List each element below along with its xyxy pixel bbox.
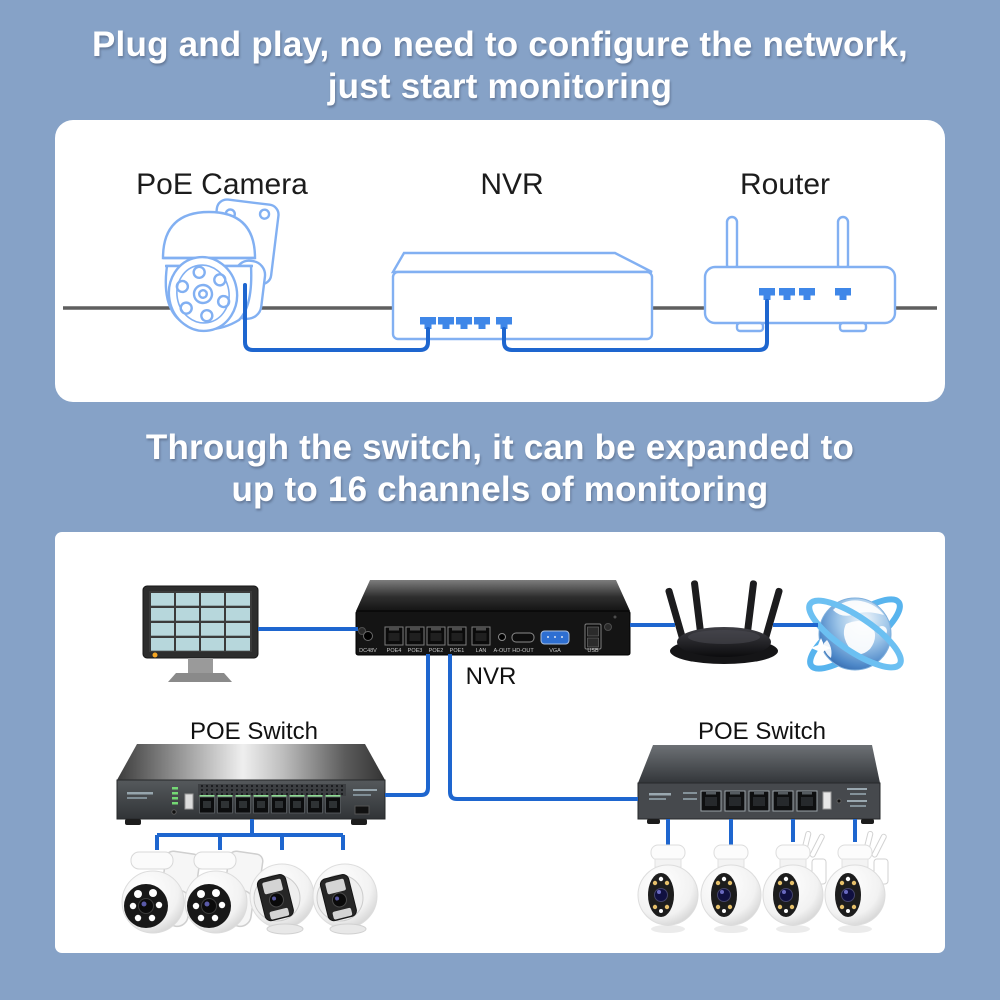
nvr-port-label: A-OUT — [493, 648, 511, 654]
nvr-label: NVR — [480, 168, 544, 201]
nvr-port-label: POE3 — [408, 648, 423, 654]
model-text — [649, 798, 666, 800]
cable-tree-left-cameras — [155, 819, 345, 850]
router-antenna — [725, 215, 739, 272]
nvr-illustration — [390, 251, 654, 341]
power-led — [152, 652, 158, 658]
status-leds — [172, 787, 178, 805]
router-antenna — [836, 215, 850, 272]
model-text — [127, 792, 153, 795]
right-poe-switch-label: POE Switch — [697, 718, 827, 745]
poe3-port — [405, 626, 425, 646]
nvr-port-label: USB — [587, 648, 599, 654]
monitor-grid — [151, 593, 250, 651]
heading1-line1: Plug and play, no need to configure the … — [92, 25, 908, 64]
poe-camera-label: PoE Camera — [136, 168, 308, 201]
switch-port — [235, 794, 251, 814]
nvr-port-label: DC48V — [359, 648, 377, 654]
heading1-line2: just start monitoring — [327, 67, 673, 106]
switch-port — [271, 794, 287, 814]
switch-port — [199, 794, 215, 814]
nvr-port-label: VGA — [549, 648, 561, 654]
left-poe-switch-label: POE Switch — [189, 718, 319, 745]
right-poe-switch — [637, 745, 881, 824]
turret-camera — [312, 863, 378, 935]
internet-globe-illustration — [806, 596, 904, 672]
switch-port — [700, 790, 722, 812]
switch-port — [796, 790, 818, 812]
nvr-port-label: LAN — [476, 648, 487, 654]
monitor-illustration — [142, 585, 259, 682]
cable-nvr-to-router — [502, 299, 769, 352]
network-cables — [155, 623, 857, 850]
sparkle — [811, 638, 831, 658]
switch-port — [253, 794, 269, 814]
ball-ptz-camera — [637, 844, 699, 934]
left-poe-switch — [116, 744, 386, 825]
usb-port — [822, 791, 832, 810]
turret-camera — [249, 863, 315, 935]
switch-port — [307, 794, 323, 814]
switch-port — [724, 790, 746, 812]
poe2-port — [426, 626, 446, 646]
reset-button — [836, 798, 842, 804]
poe1-port — [447, 626, 467, 646]
router-antennas — [665, 580, 783, 641]
cable-nvr-to-right-switch — [448, 654, 638, 801]
plug-and-play-diagram — [63, 198, 937, 352]
ball-ptz-camera — [700, 844, 762, 934]
reset-button — [171, 809, 177, 815]
audio-out-jack — [498, 633, 506, 641]
nvr-port-label: POE2 — [429, 648, 444, 654]
router-label: Router — [739, 168, 831, 201]
poe4-port — [384, 626, 404, 646]
switch-port — [217, 794, 233, 814]
poe-camera-illustration — [161, 198, 280, 333]
switch-port — [772, 790, 794, 812]
plug-and-play-panel: PoE Camera NVR Router — [55, 120, 945, 402]
dc-jack — [363, 631, 373, 641]
switch-port — [289, 794, 305, 814]
nvr-device: DC48V POE4 POE3 POE2 POE1 LAN A-OUT HD-O… — [355, 580, 631, 656]
camera-face — [167, 255, 239, 333]
usb-port — [184, 793, 194, 810]
router-line-illustration — [703, 215, 897, 333]
hdmi-port — [511, 632, 535, 643]
switch-expansion-panel: DC48V POE4 POE3 POE2 POE1 LAN A-OUT HD-O… — [55, 532, 945, 953]
ball-ptz-camera-wifi — [762, 844, 824, 934]
lan-port — [471, 626, 491, 646]
model-text — [649, 793, 671, 796]
switch-port — [325, 794, 341, 814]
nvr-port-label: HD-OUT — [512, 648, 534, 654]
cable-nvr-to-left-switch — [385, 654, 430, 797]
switch-port — [748, 790, 770, 812]
model-text — [127, 797, 147, 799]
cable-camera-to-nvr — [243, 283, 430, 352]
wifi-router-illustration — [665, 580, 783, 664]
expansion-diagram: DC48V POE4 POE3 POE2 POE1 LAN A-OUT HD-O… — [116, 580, 904, 935]
nvr-port-label: POE4 — [387, 648, 402, 654]
nvr-port-label: POE1 — [450, 648, 465, 654]
cables-right-cameras — [666, 819, 857, 845]
heading2-line1: Through the switch, it can be expanded t… — [145, 428, 855, 467]
console-port — [354, 805, 370, 815]
nvr-device-label: NVR — [465, 663, 517, 690]
heading2-line2: up to 16 channels of monitoring — [231, 470, 769, 509]
ball-ptz-camera-wifi — [824, 844, 886, 934]
